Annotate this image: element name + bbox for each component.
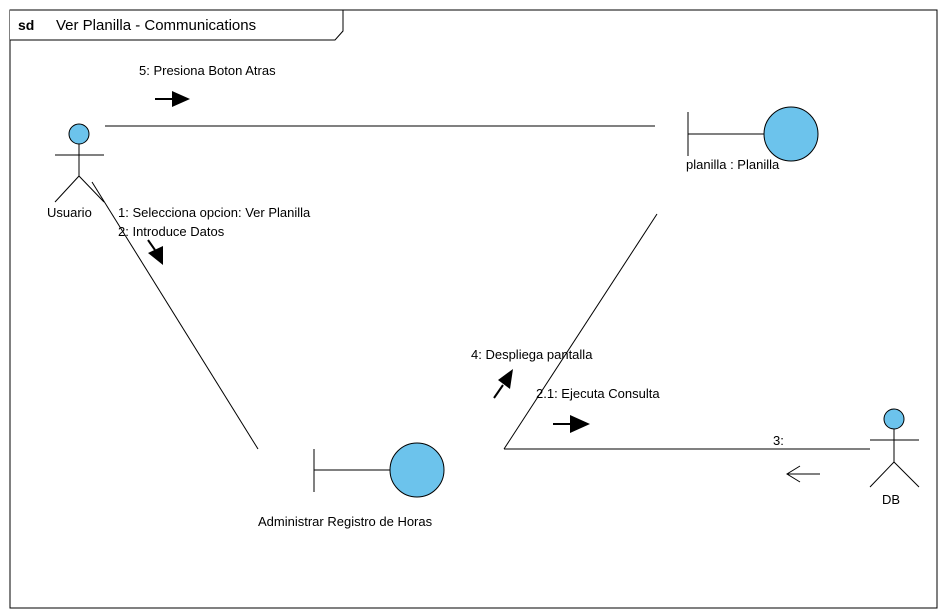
frame-keyword: sd xyxy=(18,17,34,33)
actor-db[interactable] xyxy=(869,408,920,488)
boundary-planilla-label: planilla : Planilla xyxy=(686,157,780,172)
message-1-arrow-icon xyxy=(147,239,163,265)
boundary-administrar-registro[interactable] xyxy=(313,442,445,498)
actor-usuario-label: Usuario xyxy=(47,205,92,220)
message-5-arrow-icon xyxy=(155,91,190,107)
link-usuario-administrar xyxy=(91,181,259,450)
message-2-1-label: 2.1: Ejecuta Consulta xyxy=(536,386,660,401)
message-2-label: 2: Introduce Datos xyxy=(118,224,225,239)
message-4-label: 4: Despliega pantalla xyxy=(471,347,593,362)
message-3-return-arrow-icon xyxy=(786,465,820,483)
boundary-circle-icon xyxy=(763,106,819,162)
boundary-planilla[interactable] xyxy=(687,106,819,162)
actor-usuario[interactable] xyxy=(54,123,105,203)
message-2-1-arrow-icon xyxy=(553,415,590,433)
actor-head-icon xyxy=(883,408,905,430)
frame-title-tab xyxy=(10,9,344,41)
message-3-label: 3: xyxy=(773,433,784,448)
boundary-administrar-label: Administrar Registro de Horas xyxy=(258,514,433,529)
actor-db-label: DB xyxy=(882,492,900,507)
boundary-circle-icon xyxy=(389,442,445,498)
diagram-frame xyxy=(9,9,938,609)
link-administrar-planilla xyxy=(503,213,658,450)
message-5-label: 5: Presiona Boton Atras xyxy=(139,63,276,78)
message-4-arrow-icon xyxy=(493,369,513,399)
message-1-label: 1: Selecciona opcion: Ver Planilla xyxy=(118,205,311,220)
actor-head-icon xyxy=(68,123,90,145)
frame-title: Ver Planilla - Communications xyxy=(56,17,256,34)
